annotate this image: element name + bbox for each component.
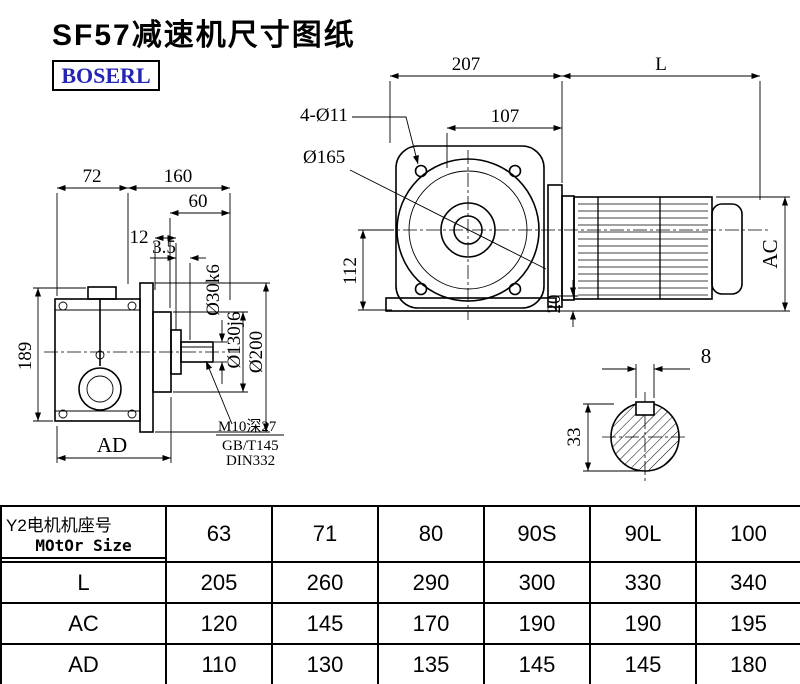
motor-size-label-cn: Y2电机机座号 [6, 516, 112, 535]
svg-text:207: 207 [452, 54, 481, 75]
cell-AD-5: 145 [589, 643, 697, 684]
svg-text:3.5: 3.5 [152, 237, 176, 258]
cell-L-2: 260 [271, 561, 379, 604]
row-label-AC: AC [0, 602, 167, 645]
cell-AC-4: 190 [483, 602, 591, 645]
svg-text:107: 107 [491, 106, 520, 127]
boserl-logo-text: BOSERL [61, 62, 151, 88]
svg-text:Ø200: Ø200 [246, 331, 267, 373]
dim-33: 33 [564, 403, 648, 472]
dim-207: 207 [389, 54, 563, 183]
boserl-logo: BOSERL [52, 60, 160, 91]
svg-text:Ø30k6: Ø30k6 [203, 264, 224, 316]
shaft-section: 8 33 [564, 344, 711, 482]
dim-8: 8 [602, 344, 711, 398]
dim-60: 60 [169, 191, 230, 308]
cell-AD-6: 180 [695, 643, 800, 684]
svg-text:72: 72 [83, 166, 102, 187]
keyway [635, 401, 655, 416]
motor-size-header-cell: Y2电机机座号 MOtOr Size [0, 505, 167, 563]
table-row-AD: AD 110 130 135 145 145 180 [0, 643, 800, 684]
svg-text:DIN332: DIN332 [226, 453, 275, 469]
side-view: 72 160 60 12 3.5 [15, 166, 284, 469]
dim-160: 160 [128, 166, 231, 300]
row-label-L: L [0, 561, 167, 604]
front-view: 207 L 107 4-Ø11 Ø165 [300, 54, 790, 327]
svg-text:Ø165: Ø165 [303, 147, 345, 168]
cell-L-3: 290 [377, 561, 485, 604]
motor-size-label-en: MOtOr Size [2, 536, 165, 559]
cell-L-5: 330 [589, 561, 697, 604]
side-view-body [54, 282, 214, 433]
cell-L-1: 205 [165, 561, 273, 604]
motor [547, 184, 743, 308]
svg-text:L: L [655, 54, 667, 75]
svg-text:112: 112 [340, 257, 361, 285]
technical-drawing: 72 160 60 12 3.5 [15, 54, 790, 482]
dim-112: 112 [340, 229, 394, 311]
table-row-AC: AC 120 145 170 190 190 195 [0, 602, 800, 645]
dim-pilot-diameter-130j6: Ø130j6 [173, 312, 248, 393]
svg-text:12: 12 [130, 227, 149, 248]
motor-dimension-table: Y2电机机座号 MOtOr Size 63 71 80 90S 90L 100 … [0, 505, 800, 684]
dim-shaft-diameter-30k6: Ø30k6 [203, 264, 227, 384]
motor-size-col-3: 80 [377, 505, 485, 563]
svg-text:M10深27: M10深27 [218, 418, 277, 435]
page-title: SF57减速机尺寸图纸 [52, 19, 356, 52]
dim-12: 12 [130, 227, 177, 330]
cell-AD-3: 135 [377, 643, 485, 684]
motor-size-col-4: 90S [483, 505, 591, 563]
cell-L-4: 300 [483, 561, 591, 604]
cell-L-6: 340 [695, 561, 800, 604]
cell-AD-1: 110 [165, 643, 273, 684]
motor-size-col-5: 90L [589, 505, 697, 563]
svg-text:Ø130j6: Ø130j6 [224, 312, 245, 369]
dim-L: L [562, 54, 761, 200]
table-row-L: L 205 260 290 300 330 340 [0, 561, 800, 604]
svg-text:AD: AD [97, 433, 127, 457]
dim-3_5: 3.5 [150, 237, 206, 340]
motor-size-col-1: 63 [165, 505, 273, 563]
cell-AC-3: 170 [377, 602, 485, 645]
cell-AC-2: 145 [271, 602, 379, 645]
svg-text:160: 160 [164, 166, 193, 187]
dim-107: 107 [446, 106, 562, 168]
svg-text:4-Ø11: 4-Ø11 [300, 105, 348, 126]
svg-text:33: 33 [564, 428, 585, 447]
cell-AD-4: 145 [483, 643, 591, 684]
row-label-AD: AD [0, 643, 167, 684]
svg-text:AC: AC [758, 239, 782, 268]
svg-text:20: 20 [544, 295, 565, 314]
table-header-row: Y2电机机座号 MOtOr Size 63 71 80 90S 90L 100 [0, 505, 800, 563]
svg-text:189: 189 [15, 342, 36, 371]
motor-size-col-6: 100 [695, 505, 800, 563]
cell-AC-5: 190 [589, 602, 697, 645]
dim-20: 20 [544, 280, 578, 327]
cell-AC-6: 195 [695, 602, 800, 645]
dim-AD: AD [56, 397, 172, 463]
svg-text:60: 60 [189, 191, 208, 212]
cell-AD-2: 130 [271, 643, 379, 684]
shaft-end-tap-note: M10深27 GB/T145 DIN332 [205, 360, 284, 469]
label-bolt-holes-4xO11: 4-Ø11 [300, 105, 419, 165]
cell-AC-1: 120 [165, 602, 273, 645]
front-view-housing [385, 145, 557, 312]
dim-189: 189 [15, 287, 86, 422]
label-flange-O165: Ø165 [303, 147, 547, 270]
dim-flange-diameter-200: Ø200 [155, 282, 270, 433]
dim-72: 72 [56, 166, 129, 296]
dim-AC: AC [558, 196, 790, 312]
svg-text:GB/T145: GB/T145 [222, 438, 279, 454]
svg-text:8: 8 [701, 344, 712, 368]
motor-size-col-2: 71 [271, 505, 379, 563]
